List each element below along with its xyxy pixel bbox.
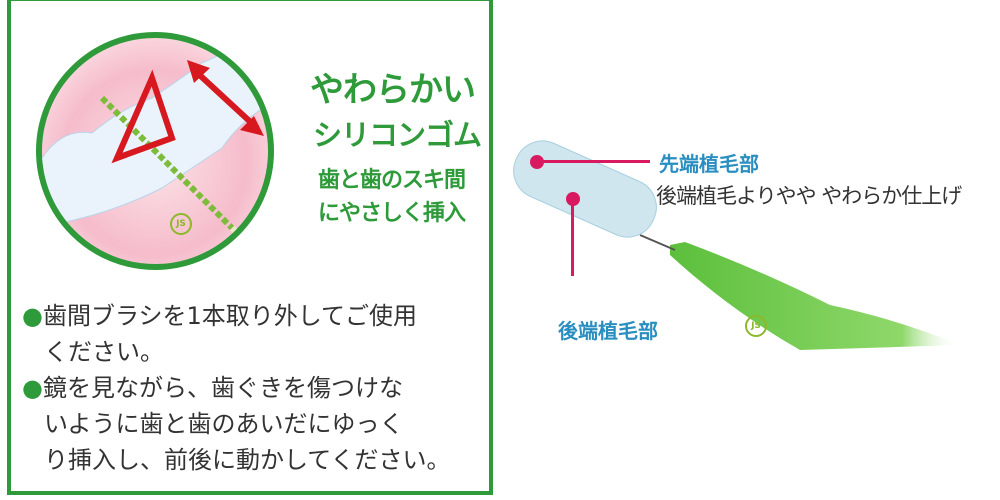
instruction-bullet-1: ●歯間ブラシを1本取り外してご使用 ください。 xyxy=(22,302,418,366)
callout-dot-tip xyxy=(530,155,544,169)
tip-bristle-label: 先端植毛部 xyxy=(659,152,759,176)
instruction-bullet-2: ●鏡を見ながら、歯ぐきを傷つけな いように歯と歯のあいだにゆっく り挿入し、前後… xyxy=(22,374,451,474)
headline-soft: やわらかい xyxy=(310,70,476,110)
subtext-2: にやさしく挿入 xyxy=(318,201,466,226)
callout-line-rear xyxy=(571,200,574,276)
teeth-illustration: JS xyxy=(36,32,274,270)
js-logo: JS xyxy=(170,213,192,235)
callout-dot-rear xyxy=(566,192,580,206)
rear-bristle-label: 後端植毛部 xyxy=(558,319,658,343)
js-logo: JS xyxy=(745,315,767,337)
headline-silicone: シリコンゴム xyxy=(313,118,482,152)
subtext-1: 歯と歯のスキ間 xyxy=(318,168,466,193)
bullet-icon: ● xyxy=(22,374,43,402)
tip-bristle-description: 後端植毛よりやや やわらか仕上げ xyxy=(656,184,962,208)
instructions-panel xyxy=(7,0,493,495)
callout-line-tip xyxy=(535,160,650,163)
bullet-icon: ● xyxy=(22,302,43,330)
